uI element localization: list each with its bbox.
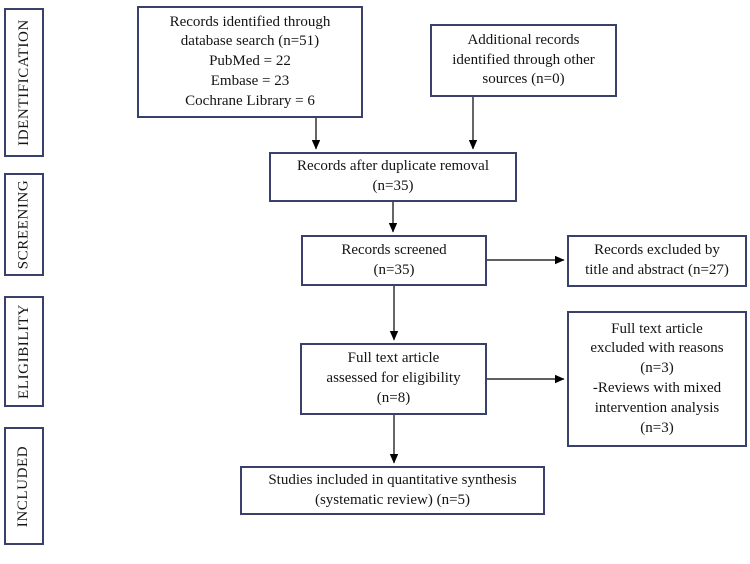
box-excluded-title-abstract-text: Records excluded by title and abstract (… — [585, 242, 729, 278]
phase-label-eligibility: ELIGIBILITY — [4, 296, 44, 407]
phase-label-screening-text: SCREENING — [15, 179, 32, 270]
phase-label-screening: SCREENING — [4, 173, 44, 276]
phase-label-included: INCLUDED — [4, 427, 44, 545]
box-included-synthesis-text: Studies included in quantitative synthes… — [268, 471, 517, 508]
box-additional-records: Additional records identified through ot… — [430, 24, 617, 97]
box-duplicates-removed: Records after duplicate removal (n=35) — [269, 152, 517, 202]
box-records-identified: Records identified through database sear… — [137, 6, 363, 118]
box-duplicates-removed-text: Records after duplicate removal (n=35) — [297, 158, 489, 194]
phase-label-identification: IDENTIFICATION — [4, 8, 44, 157]
phase-label-included-text: INCLUDED — [15, 445, 32, 527]
box-fulltext-excluded-text: Full text article excluded with reasons … — [590, 320, 724, 436]
box-records-screened-text: Records screened (n=35) — [341, 241, 447, 278]
box-records-screened: Records screened (n=35) — [301, 235, 487, 286]
box-fulltext-assessed-text: Full text article assessed for eligibili… — [326, 350, 461, 406]
box-additional-records-text: Additional records identified through ot… — [452, 31, 595, 88]
phase-label-identification-text: IDENTIFICATION — [15, 19, 32, 146]
box-excluded-title-abstract: Records excluded by title and abstract (… — [567, 235, 747, 287]
box-included-synthesis: Studies included in quantitative synthes… — [240, 466, 545, 515]
box-fulltext-excluded: Full text article excluded with reasons … — [567, 311, 747, 447]
box-records-identified-text: Records identified through database sear… — [169, 13, 331, 109]
phase-label-eligibility-text: ELIGIBILITY — [15, 304, 32, 399]
box-fulltext-assessed: Full text article assessed for eligibili… — [300, 343, 487, 415]
